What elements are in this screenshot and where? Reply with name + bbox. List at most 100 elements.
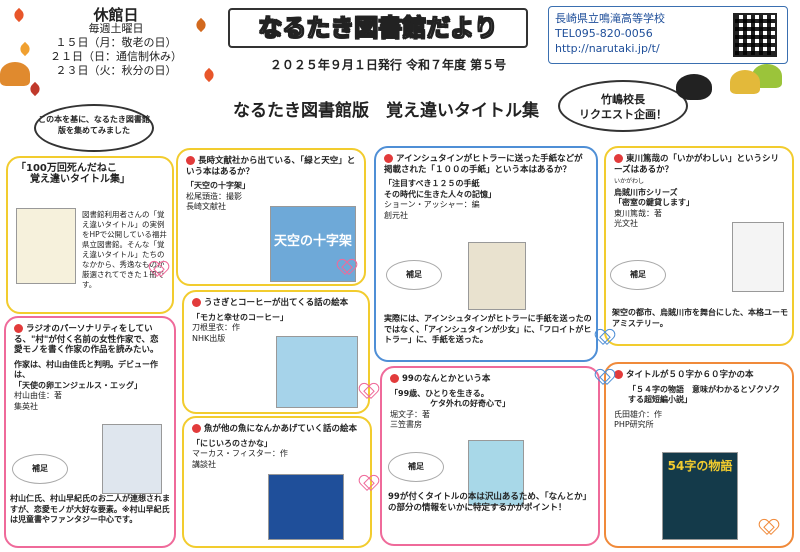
feature-title-line-1: 「100万回死んだねこ [16,163,117,174]
answer: 作家は、村山由佳氏と判明。デビュー作は、 [14,359,158,380]
request-line-2: リクエスト企画！ [579,108,667,121]
series-ruby: いかがわし [614,178,645,185]
book-panel-5: ラジオのパーソナリティをしている、"村"が付く名前の女性作家で、恋愛モノを書く作… [4,316,176,548]
book-panel-6: 99のなんとかという本 「99歳、ひとりを生きる。 ケタ外れの好奇心で」 堀文子… [380,366,600,546]
question: 99のなんとかという本 [390,374,590,385]
apple-icon [186,156,195,165]
publisher: 創元社 [384,210,408,220]
supplement-label: 補足 [388,452,444,482]
question: 長時文献社から出ている、「緑と天空」という本はあるか？ [186,156,356,177]
supplement-label: 補足 [12,454,68,484]
closed-day-1: １５日（月：敬老の日） [55,36,177,49]
book-title: 「天使の卵エンジェルス・エッグ」 [14,380,142,390]
author: ショーン・アッシャー：編 [384,200,480,209]
supplement-label: 補足 [610,260,666,290]
feature-book-cover [16,208,76,284]
author: 刀根里衣：作 [192,323,240,332]
closed-day-3: ２３日（火：秋分の日） [55,64,177,77]
maple-leaf-icon [193,17,209,33]
book-title: 「密室の鍵貸します」 [614,198,694,207]
closed-day-2: ２１日（日：通信制休み） [50,50,182,63]
author: 堀文子：著 [390,409,430,419]
black-cat-icon [676,74,712,100]
school-url[interactable]: http://narutaki.jp/t/ [555,42,660,55]
publisher: NHK出版 [192,333,226,343]
question: タイトルが５０字か６０字かの本 [614,370,784,381]
author: 村山由佳：著 [14,391,62,400]
book-title: 「モカと幸せのコーヒー」 [192,312,288,322]
supplement-label: 補足 [386,260,442,290]
book-title: 「にじいろのさかな」 [192,438,272,448]
book-cover: 54字の物語 [662,452,738,540]
feature-description: 図書館利用者さんの「覚え違いタイトル」の実例をHPで公開している福井県立図書館。… [82,210,167,289]
publisher: PHP研究所 [614,420,654,429]
book-panel-1: 長時文献社から出ている、「緑と天空」という本はあるか？ 「天空の十字架」 松尾頭… [176,148,366,286]
heart-icon [360,384,376,398]
maple-leaf-icon [201,67,217,83]
publisher: 集英社 [14,401,38,411]
supplement-note: 99が付くタイトルの本は沢山あるため、「なんとか」の部分の情報をいかに特定するか… [388,492,592,513]
book-cover [468,440,524,506]
apple-icon [614,154,623,163]
book-title: 「５４字の物語 意味がわかるとゾクゾクする超短編小説」 [628,384,780,405]
qr-code-icon [733,13,777,57]
closed-weekly: 毎週土曜日 [88,22,144,35]
school-name: 長崎県立鳴滝高等学校 [555,12,665,25]
author: 東川篤哉：著 [614,208,662,218]
supplement-note: 実際には、アインシュタインがヒトラーに手紙を送ったのではなく、「アインシュタイン… [384,314,592,344]
apple-icon [384,154,393,163]
apple-icon [192,424,201,433]
question: 東川篤哉の「いかがわしい」というシリーズはあるか？ [614,154,780,175]
heart-icon [338,260,354,274]
heart-icon [150,262,166,276]
book-cover [732,222,784,292]
feature-book-panel: 「100万回死んだねこ 覚え違いタイトル集」 図書館利用者さんの「覚え違いタイト… [6,156,174,314]
heart-icon [596,370,612,384]
page-headline: なるたき図書館版 覚え違いタイトル集 [233,101,539,121]
request-speech-bubble: 竹嶋校長 リクエスト企画！ [558,80,688,132]
book-cover [268,474,344,540]
book-panel-8: タイトルが５０字か６０字かの本 「５４字の物語 意味がわかるとゾクゾクする超短編… [604,362,794,548]
author: マーカス・フィスター：作 [192,449,288,458]
autumn-tree-icon [730,70,760,94]
book-panel-3: 東川篤哉の「いかがわしい」というシリーズはあるか？ いかがわし 烏賊川市シリーズ… [604,146,794,346]
intro-speech-bubble: この本を基に、なるたき図書館版を集めてみました [34,104,154,152]
heart-icon [760,520,776,534]
maple-leaf-icon [11,7,27,23]
maple-leaf-icon [17,41,33,57]
apple-icon [390,374,399,383]
author: 松尾頭造：撮影 [186,191,242,201]
heart-icon [360,476,376,490]
book-title: 「99歳、ひとりを生きる。 [390,388,489,398]
question: うさぎとコーヒーが出てくる話の絵本 [192,298,360,309]
question: 魚が他の魚になんかあげていく話の絵本 [192,424,362,435]
supplement-note: 架空の都市、烏賊川市を舞台にした、本格ユーモアミステリー。 [612,308,788,328]
book-title: 「天空の十字架」 [186,181,250,190]
supplement-note: 村山仁氏、村山早紀氏のお二人が連想されますが、恋愛モノが大好な要素。※村山早紀氏… [10,494,170,524]
book-subtitle: ケタ外れの好奇心で」 [430,399,510,408]
publisher: 講談社 [192,459,216,469]
question: アインシュタインがヒトラーに送った手紙などが掲載された「１００の手紙」という本は… [384,154,583,175]
book-panel-2: アインシュタインがヒトラーに送った手紙などが掲載された「１００の手紙」という本は… [374,146,598,362]
question: ラジオのパーソナリティをしている、"村"が付く名前の女性作家で、恋愛モノを書く作… [14,324,159,355]
school-tel: TEL095-820-0056 [555,27,653,40]
publisher: 光文社 [614,219,638,228]
publisher: 長崎文献社 [186,202,226,211]
closed-title: 休館日 [93,6,139,24]
book-title-line-2: その時代に生きた人々の記憶」 [384,189,496,199]
book-title-line-1: 「注目すべき１２５の手紙 [384,179,480,188]
apple-icon [614,370,623,379]
series-name: 烏賊川市シリーズ [614,187,678,197]
publisher: 三笠書房 [390,420,422,429]
author: 氏田雄介：作 [614,409,662,419]
feature-title-line-2: 覚え違いタイトル集」 [30,173,130,185]
book-cover: 天空の十字架 [270,206,356,282]
apple-icon [14,324,23,333]
heart-icon [596,330,612,344]
closed-days-box: 休館日 毎週土曜日 １５日（月：敬老の日） ２１日（日：通信制休み） ２３日（火… [36,4,196,96]
autumn-tree-icon [0,62,30,86]
request-line-1: 竹嶋校長 [601,93,645,106]
book-cover [276,336,358,408]
book-panel-7: 魚が他の魚になんかあげていく話の絵本 「にじいろのさかな」 マーカス・フィスター… [182,416,372,548]
apple-icon [192,298,201,307]
